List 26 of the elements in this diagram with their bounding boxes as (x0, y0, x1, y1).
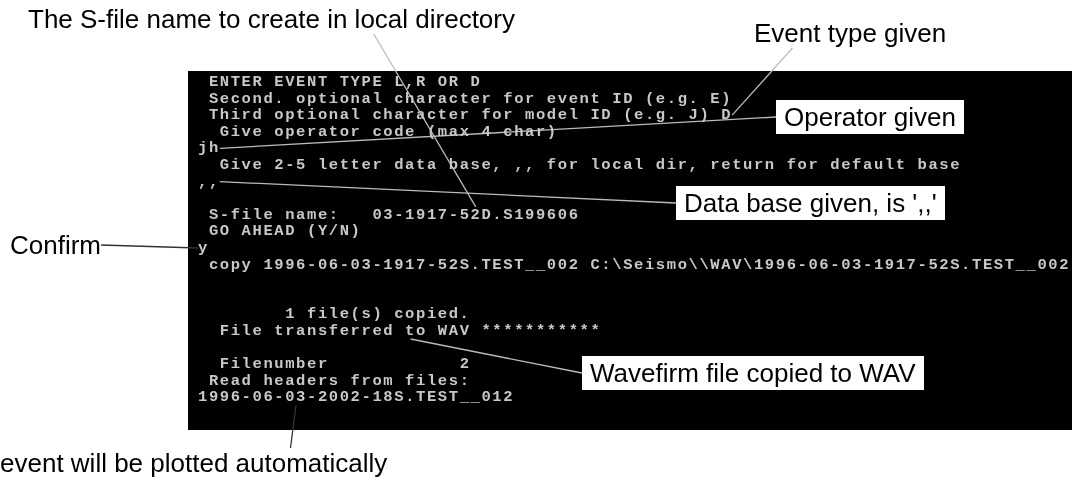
leader-line (373, 33, 477, 208)
leader-line (219, 116, 777, 150)
leader-line (409, 338, 583, 374)
terminal-line: GO AHEAD (Y/N) (208, 223, 362, 240)
leader-line (100, 244, 199, 249)
terminal-line: S-file name: 03-1917-52D.S199606 (208, 206, 580, 223)
callout-text: Data base given, is ',,' (676, 186, 945, 220)
callout-text: event will be plotted automatically (0, 448, 388, 478)
terminal-line: y (198, 240, 209, 256)
leader-line (219, 180, 677, 204)
leader-line (731, 47, 794, 116)
terminal-line: ,, (198, 173, 220, 190)
terminal-line: jh (198, 140, 220, 157)
terminal-line: 1996-06-03-2002-18S.TEST__012 (198, 389, 515, 406)
callout-text: The S-file name to create in local directory (28, 4, 515, 34)
callout-text: Operator given (776, 100, 964, 134)
terminal-line: Read headers from files: (208, 372, 471, 389)
terminal-line: copy 1996-06-03-1917-52S.TEST__002 C:\Seismo\\WAV\1996-06-03-1917-52S.TEST__002 (208, 256, 1071, 273)
callout-text: Confirm (10, 230, 101, 260)
leader-line (289, 404, 297, 449)
terminal-line: 1 file(s) copied. (285, 306, 471, 323)
terminal-line: File transferred to WAV *********** (219, 323, 602, 339)
callout-text: Event type given (754, 18, 947, 48)
terminal-line: Filenumber 2 (219, 356, 471, 373)
callout-text: Wavefirm file copied to WAV (582, 356, 924, 390)
terminal-screen (188, 71, 1072, 430)
